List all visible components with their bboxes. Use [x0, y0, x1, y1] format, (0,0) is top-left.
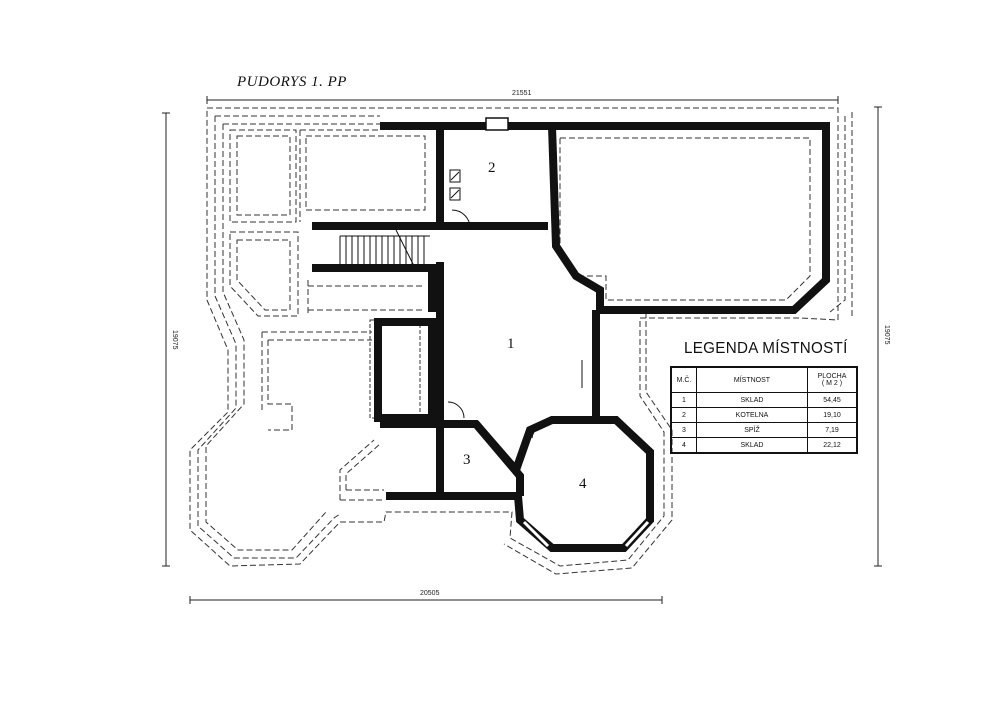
dimension-left: 19075	[171, 330, 178, 350]
dimension-lines	[162, 96, 882, 604]
door-symbols	[447, 169, 583, 439]
dimension-right: 19075	[883, 325, 890, 345]
legend-header-name: MÍSTNOST	[696, 366, 808, 393]
legend-header-area-line1: PLOCHA	[817, 373, 847, 380]
legend-header-area: PLOCHA ( M 2 )	[807, 366, 858, 393]
octagon-windows	[522, 520, 650, 548]
legend-cell-name: KOTELNA	[696, 407, 808, 423]
legend-cell-area: 22,12	[807, 437, 858, 454]
legend-cell-num: 2	[670, 407, 697, 423]
room-number-3: 3	[463, 452, 471, 468]
walls	[312, 122, 830, 552]
drawing-title: PUDORYS 1. PP	[237, 74, 347, 90]
staircase	[339, 229, 430, 267]
legend-cell-area: 54,45	[807, 392, 858, 408]
legend-row: 4 SKLAD 22,12	[670, 437, 858, 454]
legend-cell-num: 4	[670, 437, 697, 454]
room-number-2: 2	[488, 160, 496, 176]
legend-row: 1 SKLAD 54,45	[670, 392, 858, 408]
legend-cell-num: 1	[670, 392, 697, 408]
legend-header-num: M.Č.	[670, 366, 697, 393]
legend-row: 2 KOTELNA 19,10	[670, 407, 858, 423]
legend-header-area-line2: ( M 2 )	[821, 380, 843, 387]
room-number-1: 1	[507, 336, 515, 352]
window	[485, 117, 509, 131]
legend-cell-area: 7,19	[807, 422, 858, 438]
legend-cell-area: 19,10	[807, 407, 858, 423]
legend-cell-name: SPÍŽ	[696, 422, 808, 438]
legend-title: LEGENDA MÍSTNOSTÍ	[684, 340, 848, 357]
legend-table: M.Č. MÍSTNOST PLOCHA ( M 2 ) 1 SKLAD 54,…	[670, 366, 858, 454]
legend-cell-name: SKLAD	[696, 437, 808, 454]
room-number-4: 4	[579, 476, 587, 492]
legend-row: 3 SPÍŽ 7,19	[670, 422, 858, 438]
legend-header-row: M.Č. MÍSTNOST PLOCHA ( M 2 )	[670, 366, 858, 393]
dimension-bottom: 20505	[420, 590, 440, 597]
legend-cell-name: SKLAD	[696, 392, 808, 408]
dimension-top: 21551	[512, 90, 532, 97]
legend-cell-num: 3	[670, 422, 697, 438]
